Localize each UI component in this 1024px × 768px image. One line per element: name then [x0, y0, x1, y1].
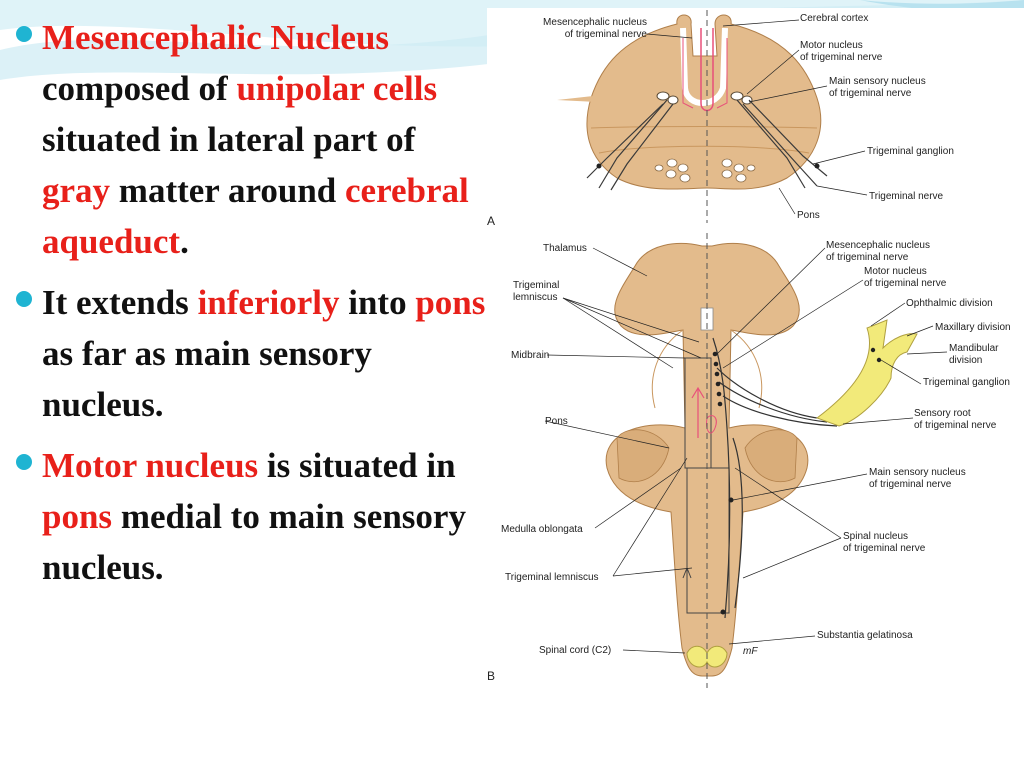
label-a-nerve: Trigeminal nerve	[869, 191, 944, 202]
label-b-spinal-cord: Spinal cord (C2)	[539, 645, 611, 656]
bullet-mesencephalic: Mesencephalic Nucleus composed of unipol…	[12, 12, 492, 267]
label-line: of trigeminal nerve	[829, 88, 912, 99]
label-line: Mesencephalic nucleus	[543, 17, 647, 28]
bullet-run: is situated in	[258, 446, 456, 485]
panel-a-section	[557, 10, 828, 223]
label-b-maxillary: Maxillary division	[935, 322, 1011, 333]
label-line: of trigeminal nerve	[565, 29, 648, 40]
panel-label-a: A	[487, 214, 495, 228]
highlight-term: inferiorly	[197, 283, 340, 322]
label-b-ophthalmic: Ophthalmic division	[906, 298, 993, 309]
bullet-run: .	[180, 222, 189, 261]
bullet-run: situated in lateral part of	[42, 120, 416, 159]
leader-lines	[544, 19, 948, 654]
label-b-medulla: Medulla oblongata	[501, 524, 583, 535]
bullet-extends: It extends inferiorly into pons as far a…	[12, 277, 492, 430]
highlight-term: Motor nucleus	[42, 446, 259, 485]
label-line: Cerebral cortex	[800, 13, 868, 24]
label-line: Thalamus	[543, 243, 587, 254]
label-line: Spinal cord (C2)	[539, 645, 611, 656]
label-line: Mesencephalic nucleus	[826, 240, 930, 251]
artist-signature: mF	[743, 646, 758, 657]
label-line: Substantia gelatinosa	[817, 630, 913, 641]
bullet-run: medial to main sensory nucleus.	[42, 497, 466, 587]
bullet-dot-icon	[16, 454, 32, 470]
label-line: Maxillary division	[935, 322, 1011, 333]
label-a-cortex: Cerebral cortex	[800, 13, 868, 24]
bullet-run: matter around	[110, 171, 345, 210]
label-line: of trigeminal nerve	[843, 543, 926, 554]
highlight-term: gray	[42, 171, 111, 210]
bullet-list: Mesencephalic Nucleus composed of unipol…	[12, 12, 492, 603]
label-b-lemniscus2: Trigeminal lemniscus	[505, 572, 599, 583]
label-line: Trigeminal ganglion	[923, 377, 1010, 388]
bullet-run: as far as main sensory nucleus.	[42, 334, 372, 424]
label-a-pons: Pons	[797, 210, 820, 221]
label-line: Trigeminal	[513, 280, 559, 291]
label-line: lemniscus	[513, 292, 557, 303]
label-line: Motor nucleus	[864, 266, 927, 277]
label-line: Sensory root	[914, 408, 971, 419]
highlight-term: cerebral aqueduct	[42, 171, 469, 261]
bullet-text: Motor nucleus is situated in pons medial…	[42, 446, 466, 587]
label-b-ganglion: Trigeminal ganglion	[923, 377, 1010, 388]
label-line: Main sensory nucleus	[829, 76, 926, 87]
label-line: Trigeminal lemniscus	[505, 572, 599, 583]
highlight-term: pons	[42, 497, 113, 536]
label-line: Ophthalmic division	[906, 298, 993, 309]
label-line: division	[949, 355, 982, 366]
bullet-run: It extends	[42, 283, 198, 322]
label-b-gelatinosa: Substantia gelatinosa	[817, 630, 913, 641]
highlight-term: unipolar cells	[236, 69, 438, 108]
label-line: Motor nucleus	[800, 40, 863, 51]
label-line: Trigeminal ganglion	[867, 146, 954, 157]
label-line: Main sensory nucleus	[869, 467, 966, 478]
label-line: Trigeminal nerve	[869, 191, 944, 202]
label-b-midbrain: Midbrain	[511, 350, 549, 361]
bullet-run: composed of	[42, 69, 237, 108]
label-line: Spinal nucleus	[843, 531, 908, 542]
label-line: Pons	[545, 416, 568, 427]
panel-label-b: B	[487, 669, 495, 683]
label-a-ganglion: Trigeminal ganglion	[867, 146, 954, 157]
bullet-text: Mesencephalic Nucleus composed of unipol…	[42, 18, 469, 261]
highlight-term: Mesencephalic Nucleus	[42, 18, 390, 57]
panel-b-brainstem	[605, 233, 918, 688]
label-b-thalamus: Thalamus	[543, 243, 587, 254]
label-line: of trigeminal nerve	[869, 479, 952, 490]
label-line: Pons	[797, 210, 820, 221]
label-line: of trigeminal nerve	[914, 420, 997, 431]
highlight-term: pons	[415, 283, 486, 322]
label-b-pons: Pons	[545, 416, 568, 427]
bullet-dot-icon	[16, 26, 32, 42]
label-line: of trigeminal nerve	[864, 278, 947, 289]
label-line: Mandibular	[949, 343, 999, 354]
label-line: of trigeminal nerve	[800, 52, 883, 63]
label-line: Medulla oblongata	[501, 524, 583, 535]
label-line: of trigeminal nerve	[826, 252, 909, 263]
bullet-run: into	[339, 283, 416, 322]
label-line: Midbrain	[511, 350, 549, 361]
bullet-text: It extends inferiorly into pons as far a…	[42, 283, 485, 424]
bullet-motor: Motor nucleus is situated in pons medial…	[12, 440, 492, 593]
bullet-dot-icon	[16, 291, 32, 307]
